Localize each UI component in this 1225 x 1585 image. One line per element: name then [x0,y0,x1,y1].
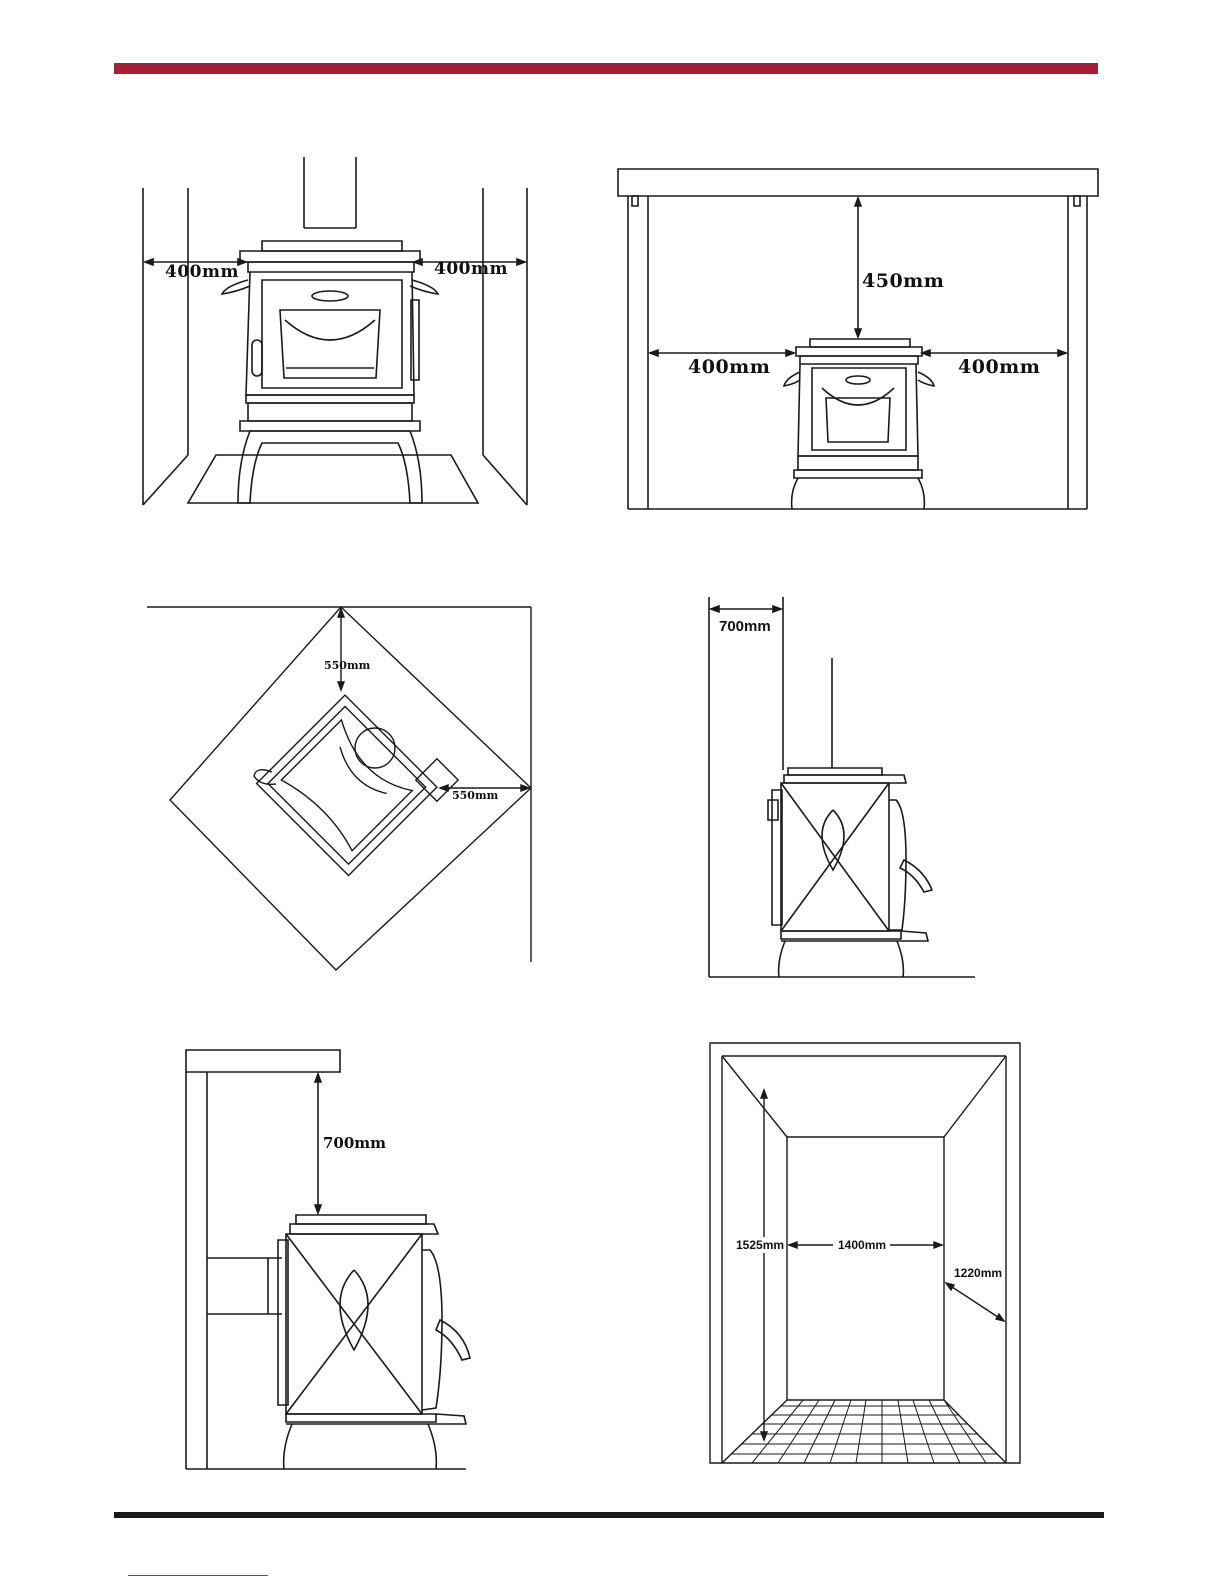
recess-width-label: 1400mm [838,1238,886,1252]
footer-rule [114,1512,1104,1518]
recess-depth-label: 1220mm [954,1266,1002,1280]
footer-link-underline [128,1575,268,1576]
recess-height-label: 1525mm [736,1238,784,1252]
